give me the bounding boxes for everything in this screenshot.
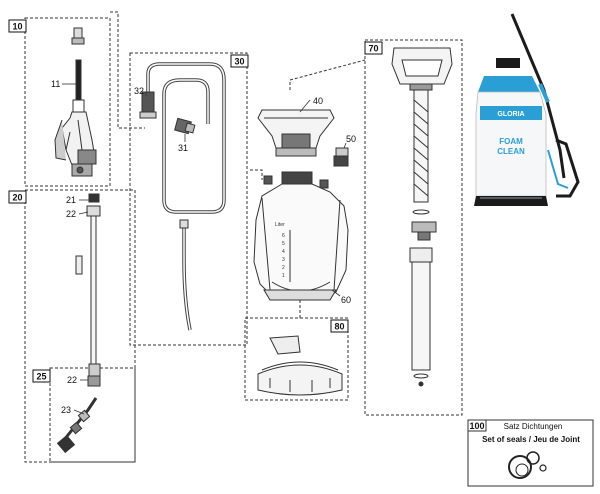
connector-30-tank [250, 169, 263, 180]
tank-fill-scale: Liter 6 5 4 3 2 1 [275, 222, 285, 279]
callout-21: 21 [66, 195, 89, 205]
product-name-line1: FOAM [499, 137, 523, 146]
group-box-20 [24, 189, 136, 463]
svg-text:32: 32 [134, 86, 144, 96]
part-spray-handle [54, 27, 97, 177]
svg-text:1: 1 [282, 273, 285, 279]
group-label-80: 80 [330, 319, 349, 333]
part-lance-tube [75, 193, 101, 377]
svg-text:21: 21 [66, 195, 76, 205]
callout-40: 40 [299, 96, 323, 113]
svg-text:80: 80 [334, 322, 344, 332]
group-label-70: 70 [364, 41, 383, 55]
svg-text:6: 6 [282, 233, 285, 239]
group-box-70 [364, 39, 463, 416]
group-box-30 [129, 52, 248, 346]
callout-22-top: 22 [66, 209, 89, 219]
part-hose [146, 62, 226, 331]
svg-text:60: 60 [341, 295, 351, 305]
connector-10-30 [110, 11, 145, 129]
callout-31: 31 [178, 134, 188, 153]
part-base-stand [257, 335, 343, 396]
svg-text:10: 10 [12, 22, 22, 32]
svg-text:5: 5 [282, 241, 285, 247]
svg-text:70: 70 [368, 44, 378, 54]
svg-text:31: 31 [178, 143, 188, 153]
group-box-80 [244, 317, 349, 401]
connector-tank-70 [289, 59, 366, 90]
svg-text:50: 50 [346, 134, 356, 144]
part-nozzle-assembly [56, 375, 101, 454]
part-pump-assembly [391, 47, 453, 387]
product-name-line2: CLEAN [497, 147, 525, 156]
product-brand: GLORIA [497, 111, 524, 118]
svg-text:3: 3 [282, 257, 285, 263]
svg-text:11: 11 [51, 79, 60, 89]
seals-set-box: 100 Satz Dichtungen Set of seals / Jeu d… [467, 419, 594, 487]
svg-text:2: 2 [282, 265, 285, 271]
callout-50: 50 [343, 134, 356, 149]
group-label-10: 10 [8, 19, 27, 33]
svg-text:23: 23 [61, 405, 71, 415]
callout-22-bottom: 22 [67, 375, 88, 385]
group-label-30: 30 [230, 54, 249, 68]
group-label-20: 20 [8, 190, 27, 204]
part-hose-clip-31 [174, 117, 196, 135]
callout-32: 32 [134, 86, 147, 96]
svg-text:22: 22 [66, 209, 76, 219]
svg-text:25: 25 [36, 372, 46, 382]
part-hose-fitting-32 [139, 91, 157, 119]
part-tank [253, 171, 349, 301]
callout-60: 60 [331, 289, 351, 305]
callout-11: 11 [51, 79, 76, 89]
svg-text:30: 30 [234, 57, 244, 67]
part-top-cap [257, 109, 335, 157]
svg-text:20: 20 [12, 193, 22, 203]
seals-number: 100 [469, 421, 484, 431]
svg-text:22: 22 [67, 375, 77, 385]
seal-rings [508, 451, 547, 479]
product-photo-sprayer: GLORIA FOAM CLEAN [474, 13, 580, 206]
svg-text:40: 40 [313, 96, 323, 106]
callout-23: 23 [61, 405, 85, 415]
svg-text:4: 4 [282, 249, 285, 255]
group-box-10 [24, 17, 111, 187]
svg-text:Liter: Liter [275, 222, 285, 228]
group-label-25: 25 [32, 369, 51, 383]
seals-label-de: Satz Dichtungen [504, 422, 563, 431]
part-pressure-valve [333, 147, 349, 167]
seals-label-en-fr: Set of seals / Jeu de Joint [482, 435, 580, 444]
